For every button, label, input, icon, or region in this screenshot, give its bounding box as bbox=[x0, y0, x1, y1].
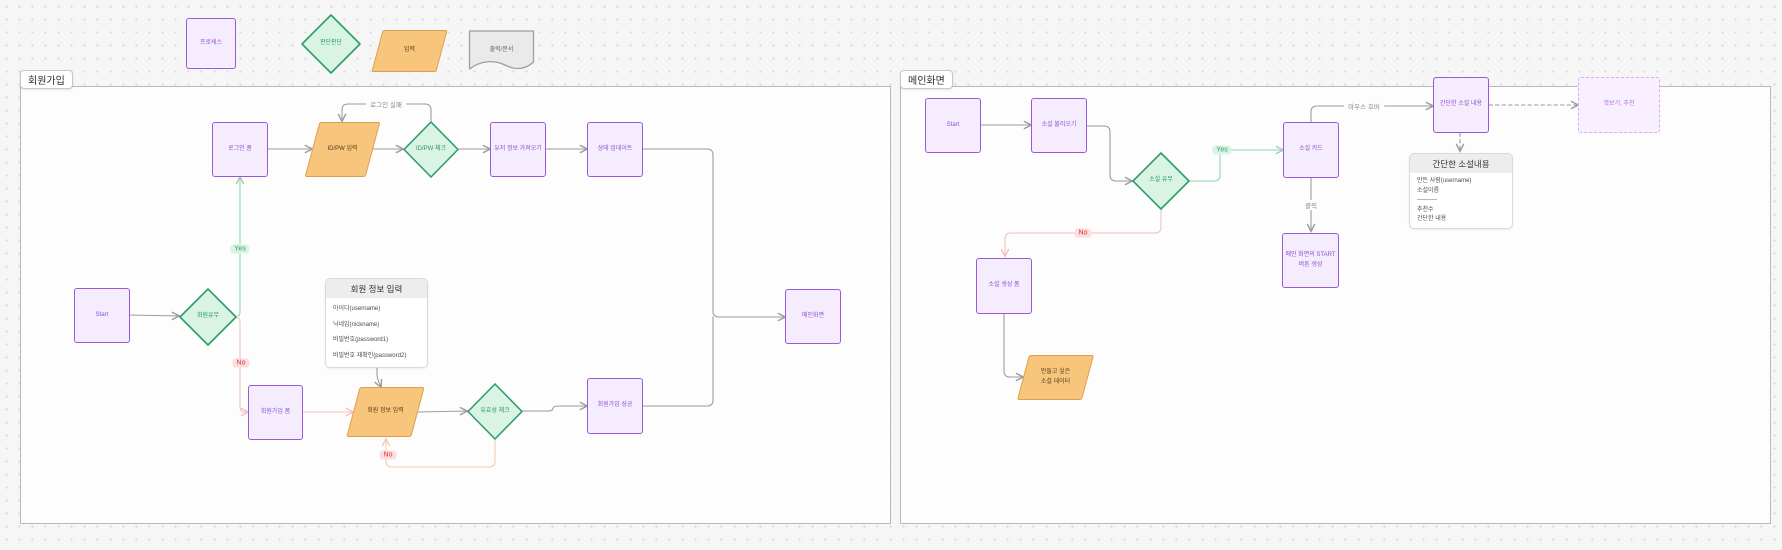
login-form[interactable]: 로그인 폼 bbox=[212, 122, 268, 177]
novel-exists-check-shape bbox=[1132, 152, 1190, 210]
start-node[interactable]: Start bbox=[925, 98, 981, 153]
start-node-label: Start bbox=[946, 121, 960, 128]
validity-check[interactable]: 유효성 체크 bbox=[467, 383, 523, 440]
edge-member-yes-label: Yes bbox=[230, 244, 250, 254]
signup-fields-note-title: 회원 정보 입력 bbox=[326, 279, 427, 298]
edge-validity-no-loop[interactable] bbox=[381, 436, 496, 468]
brief-novel-content[interactable]: 간단한 소설 내용 bbox=[1433, 77, 1489, 133]
edge-update-to-main[interactable] bbox=[642, 148, 788, 322]
edge-member-yes[interactable] bbox=[235, 174, 245, 317]
edge-start-to-member[interactable] bbox=[129, 311, 182, 321]
edge-note-to-input[interactable] bbox=[374, 367, 383, 389]
edge-success-merge[interactable] bbox=[642, 316, 714, 407]
brief-novel-content-label: 간단한 소설 내용 bbox=[1440, 101, 1482, 108]
note-field-line: 소설이름 bbox=[1417, 187, 1440, 194]
frame-signup-title[interactable]: 회원가입 bbox=[20, 70, 73, 89]
edge-hover-to-brief-label: 마우스 호버 bbox=[1344, 101, 1384, 111]
start-button-create-label: 메인 화면의 START 버튼 생성 bbox=[1285, 252, 1336, 268]
note-field-line: 닉네임(nickname) bbox=[333, 321, 380, 328]
signup-info-input[interactable]: 회원 정보 입력 bbox=[346, 387, 425, 437]
peek-recommend[interactable]: 엿보기, 추천 bbox=[1578, 77, 1660, 133]
legend-process-label: 프로세스 bbox=[199, 39, 223, 46]
main-screen-node[interactable]: 메인화면 bbox=[785, 289, 841, 344]
legend-process[interactable]: 프로세스 bbox=[186, 18, 236, 69]
note-field-line: 만든 사람(username) bbox=[1417, 178, 1472, 184]
signup-success-label: 회원가입 성공 bbox=[597, 402, 633, 409]
novel-create-form[interactable]: 소설 생성 폼 bbox=[976, 258, 1032, 314]
login-form-label: 로그인 폼 bbox=[228, 145, 252, 152]
edge-member-no-label: No bbox=[232, 358, 250, 368]
edge-novel-yes[interactable] bbox=[1189, 145, 1286, 182]
novel-summary-note-title: 간단한 소설내용 bbox=[1410, 154, 1512, 173]
fetch-user-info[interactable]: 유저 정보 가져오기 bbox=[490, 122, 546, 177]
signup-form-label: 회원가입 폼 bbox=[260, 408, 291, 415]
member-check-shape bbox=[179, 288, 237, 346]
load-novels-label: 소설 불러오기 bbox=[1041, 121, 1077, 128]
novel-exists-check[interactable]: 소설 유무 bbox=[1132, 152, 1190, 210]
load-novels[interactable]: 소설 불러오기 bbox=[1031, 98, 1087, 153]
idpw-input-label: ID/PW 입력 bbox=[327, 145, 358, 152]
update-state-label: 상태 업데이트 bbox=[597, 145, 633, 152]
signup-fields-note-body: 아이디(username) 닉네임(nickname) 비밀번호(password1… bbox=[326, 298, 427, 364]
note-field-line: ---------- bbox=[1417, 197, 1437, 204]
peek-recommend-label: 엿보기, 추천 bbox=[1603, 101, 1635, 108]
edge-validity-no-loop-label: No bbox=[379, 450, 397, 460]
novel-data-input[interactable]: 만들고 싶은 소설 데이터 bbox=[1016, 355, 1095, 400]
idpw-check-shape bbox=[403, 121, 459, 178]
edge-input-to-validity[interactable] bbox=[417, 406, 470, 416]
novel-card[interactable]: 소설 카드 bbox=[1283, 122, 1339, 178]
edge-form-to-data[interactable] bbox=[1003, 313, 1026, 382]
fetch-user-info-label: 유저 정보 가져오기 bbox=[494, 145, 542, 152]
legend-decision-shape bbox=[301, 14, 361, 74]
validity-check-label: 유효성 체크 bbox=[480, 407, 510, 414]
member-check[interactable]: 회원유무 bbox=[179, 288, 237, 346]
legend-document[interactable]: 출력/문서 bbox=[468, 29, 535, 72]
edge-novel-yes-label: Yes bbox=[1212, 145, 1232, 155]
edge-card-click-label: 클릭 bbox=[1301, 200, 1321, 210]
legend-input[interactable]: 입력 bbox=[371, 30, 448, 72]
member-check-label: 회원유무 bbox=[196, 313, 220, 320]
frame-main-title[interactable]: 메인화면 bbox=[900, 70, 953, 89]
frame-signup: 회원가입 bbox=[20, 70, 891, 524]
novel-create-form-label: 소설 생성 폼 bbox=[988, 282, 1020, 289]
update-state[interactable]: 상태 업데이트 bbox=[587, 122, 643, 177]
legend-input-label: 입력 bbox=[403, 47, 416, 54]
legend-decision[interactable]: 판단판단 bbox=[301, 14, 361, 74]
signup-success[interactable]: 회원가입 성공 bbox=[587, 378, 643, 434]
novel-data-input-label: 만들고 싶은 소설 데이터 bbox=[1040, 369, 1071, 385]
idpw-input[interactable]: ID/PW 입력 bbox=[304, 122, 381, 177]
start-node-label: Start bbox=[95, 311, 109, 318]
legend-document-label: 출력/문서 bbox=[489, 46, 514, 53]
start-node[interactable]: Start bbox=[74, 288, 130, 343]
validity-check-shape bbox=[467, 383, 523, 440]
novel-card-label: 소설 카드 bbox=[1299, 146, 1323, 153]
note-field-line: 비밀번호 재확인(password2) bbox=[333, 352, 407, 359]
edge-load-to-check[interactable] bbox=[1086, 125, 1135, 186]
note-field-line: 아이디(username) bbox=[333, 306, 381, 312]
main-screen-node-label: 메인화면 bbox=[801, 312, 825, 319]
idpw-check-label: ID/PW 체크 bbox=[415, 145, 447, 152]
edge-login-fail-loop-label: 로그인 실패 bbox=[366, 99, 406, 109]
signup-info-input-label: 회원 정보 입력 bbox=[367, 408, 404, 415]
note-field-line: 간단한 내용 bbox=[1417, 216, 1447, 223]
edge-validity-to-success[interactable] bbox=[522, 401, 590, 412]
legend-document-shape bbox=[468, 30, 535, 70]
edge-hover-to-brief[interactable] bbox=[1310, 101, 1436, 123]
note-field-line: 비밀번호(password1) bbox=[333, 337, 389, 343]
novel-exists-check-label: 소설 유무 bbox=[1149, 177, 1173, 184]
signup-form[interactable]: 회원가입 폼 bbox=[248, 385, 303, 440]
idpw-check[interactable]: ID/PW 체크 bbox=[403, 121, 459, 178]
note-field-line: 추천수 bbox=[1417, 206, 1434, 213]
start-button-create[interactable]: 메인 화면의 START 버튼 생성 bbox=[1282, 233, 1339, 288]
edge-novel-no-label: No bbox=[1074, 228, 1092, 238]
legend-decision-label: 판단판단 bbox=[319, 40, 343, 47]
